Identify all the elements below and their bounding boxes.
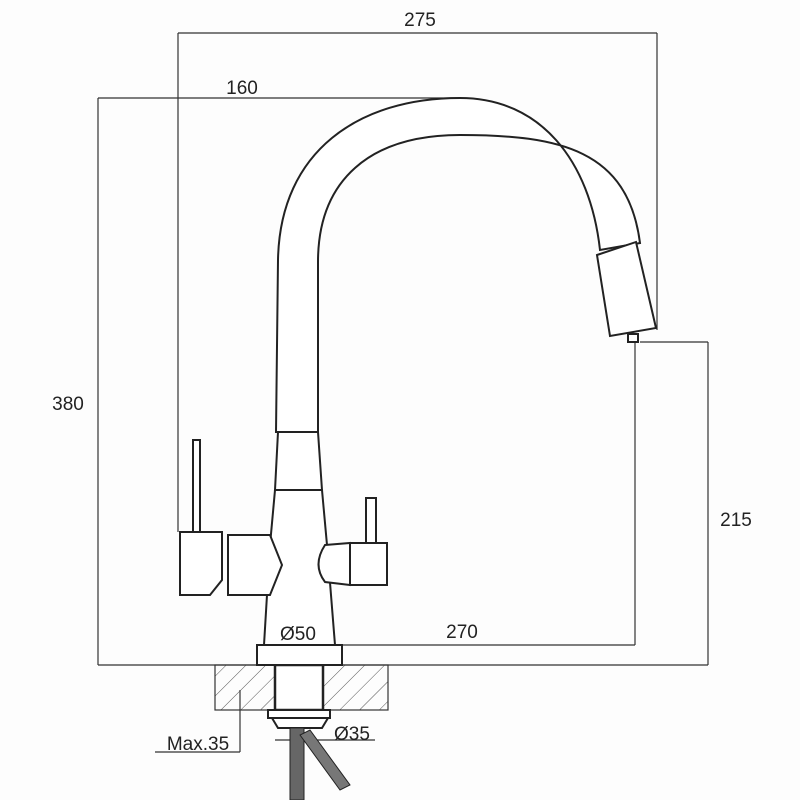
dim-overall-reach: 275 [404,10,436,31]
countertop [214,663,389,712]
dim-shank-diameter: Ø35 [334,724,370,745]
dim-overall-height: 380 [52,394,84,415]
right-handle [317,497,388,587]
dim-spout-reach-center: 270 [446,622,478,643]
dim-max-thickness: Max.35 [167,734,229,755]
mounting-hardware [267,709,351,800]
faucet-body [256,431,343,666]
dim-spout-reach-lever: 160 [226,78,258,99]
dim-base-diameter: Ø50 [280,624,316,645]
left-lever [179,439,284,596]
spout [274,96,658,433]
dim-outlet-height: 215 [720,510,752,531]
